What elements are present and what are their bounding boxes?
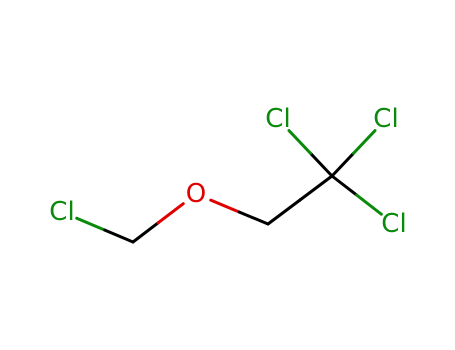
bond-half-c2 bbox=[266, 198, 302, 226]
bond-half-c2 bbox=[237, 210, 270, 226]
bond-half-c1 bbox=[131, 221, 160, 244]
atom-label-o1: O bbox=[186, 179, 206, 209]
bond-half-o1 bbox=[209, 198, 241, 214]
bond-c3-cl3 bbox=[330, 129, 377, 178]
bond-half-o1 bbox=[156, 202, 185, 225]
bonds-layer bbox=[75, 129, 383, 244]
bond-o1-c2 bbox=[209, 198, 270, 226]
bond-cl1-c1 bbox=[75, 216, 135, 244]
bond-c2-c3 bbox=[266, 174, 334, 226]
bond-half-c3 bbox=[330, 151, 355, 178]
bond-half-cl3 bbox=[351, 129, 377, 155]
bond-half-cl4 bbox=[355, 193, 383, 216]
atom-label-cl3: Cl bbox=[373, 104, 398, 134]
bond-half-c3 bbox=[330, 174, 359, 197]
atom-label-cl2: Cl bbox=[265, 104, 290, 134]
bond-half-cl1 bbox=[75, 216, 107, 232]
bond-half-c1 bbox=[103, 228, 135, 244]
bond-half-cl2 bbox=[287, 129, 313, 155]
bond-half-c3 bbox=[309, 151, 334, 178]
bond-c3-cl2 bbox=[287, 129, 334, 178]
bond-c1-o1 bbox=[131, 202, 185, 244]
atom-label-cl1: Cl bbox=[49, 197, 74, 227]
bond-c3-cl4 bbox=[330, 174, 383, 216]
bond-half-c3 bbox=[298, 174, 334, 202]
atom-label-cl4: Cl bbox=[381, 209, 406, 239]
